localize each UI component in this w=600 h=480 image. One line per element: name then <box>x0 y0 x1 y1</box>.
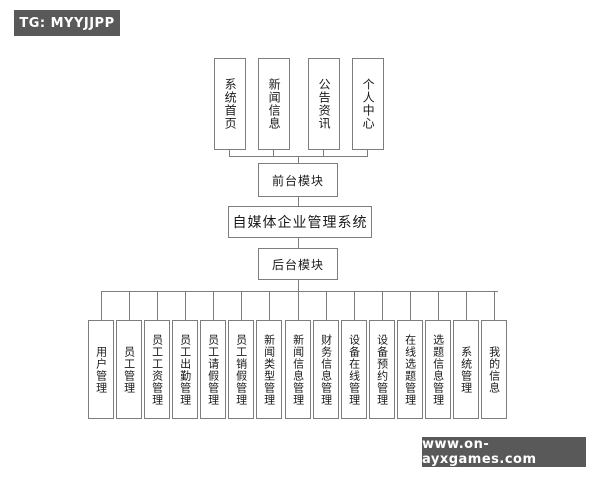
connector-front-child-1-drop <box>229 150 230 156</box>
node-back-child-news-type-management[interactable]: 新闻类型管理 <box>256 320 282 419</box>
node-front-child-news-info[interactable]: 新闻信息 <box>258 58 290 150</box>
node-front-child-personal-center[interactable]: 个人中心 <box>352 58 384 150</box>
connector-root-to-back-module <box>298 238 299 249</box>
connector-front-child-3-drop <box>323 150 324 156</box>
node-back-child-system-management[interactable]: 系统管理 <box>453 320 479 419</box>
connector-back-child-14-drop <box>466 291 467 320</box>
connector-back-child-15-drop <box>494 291 495 320</box>
node-root-system[interactable]: 自媒体企业管理系统 <box>228 206 372 238</box>
node-back-child-employee-attendance-management[interactable]: 员工出勤管理 <box>172 320 198 419</box>
watermark-url-bottom: www.on-ayxgames.com <box>422 437 586 467</box>
connector-back-child-12-drop <box>410 291 411 320</box>
node-back-child-finance-info-management[interactable]: 财务信息管理 <box>313 320 339 419</box>
connector-back-child-10-drop <box>354 291 355 320</box>
node-back-child-device-reservation-management[interactable]: 设备预约管理 <box>369 320 395 419</box>
node-front-module[interactable]: 前台模块 <box>258 163 338 197</box>
connector-back-child-13-drop <box>438 291 439 320</box>
connector-back-bus <box>101 291 498 292</box>
connector-back-child-3-drop <box>157 291 158 320</box>
connector-back-child-4-drop <box>185 291 186 320</box>
node-back-child-employee-leave-return-management[interactable]: 员工销假管理 <box>228 320 254 419</box>
node-back-module[interactable]: 后台模块 <box>258 248 338 280</box>
node-back-child-employee-leave-request-management[interactable]: 员工请假管理 <box>200 320 226 419</box>
watermark-tag-top: TG: MYYJJPP <box>14 10 120 36</box>
connector-back-child-9-drop <box>326 291 327 320</box>
connector-front-bus-to-module <box>298 156 299 164</box>
node-back-child-topic-info-management[interactable]: 选题信息管理 <box>425 320 451 419</box>
connector-front-child-2-drop <box>273 150 274 156</box>
node-back-child-news-info-management[interactable]: 新闻信息管理 <box>285 320 311 419</box>
node-back-child-online-topic-management[interactable]: 在线选题管理 <box>397 320 423 419</box>
node-back-child-device-online-management[interactable]: 设备在线管理 <box>341 320 367 419</box>
node-back-child-my-info[interactable]: 我的信息 <box>481 320 507 419</box>
node-back-child-employee-salary-management[interactable]: 员工工资管理 <box>144 320 170 419</box>
connector-back-child-8-drop <box>298 291 299 320</box>
node-front-child-announcements[interactable]: 公告资讯 <box>308 58 340 150</box>
connector-back-module-to-bus <box>298 280 299 291</box>
node-front-child-system-home[interactable]: 系统首页 <box>214 58 246 150</box>
node-back-child-employee-management[interactable]: 员工管理 <box>116 320 142 419</box>
connector-back-child-6-drop <box>241 291 242 320</box>
connector-back-child-5-drop <box>213 291 214 320</box>
connector-front-module-to-root <box>298 197 299 207</box>
connector-back-child-2-drop <box>129 291 130 320</box>
node-back-child-user-management[interactable]: 用户管理 <box>88 320 114 419</box>
connector-back-child-1-drop <box>101 291 102 320</box>
connector-back-child-11-drop <box>382 291 383 320</box>
connector-back-child-7-drop <box>269 291 270 320</box>
connector-front-child-4-drop <box>367 150 368 156</box>
